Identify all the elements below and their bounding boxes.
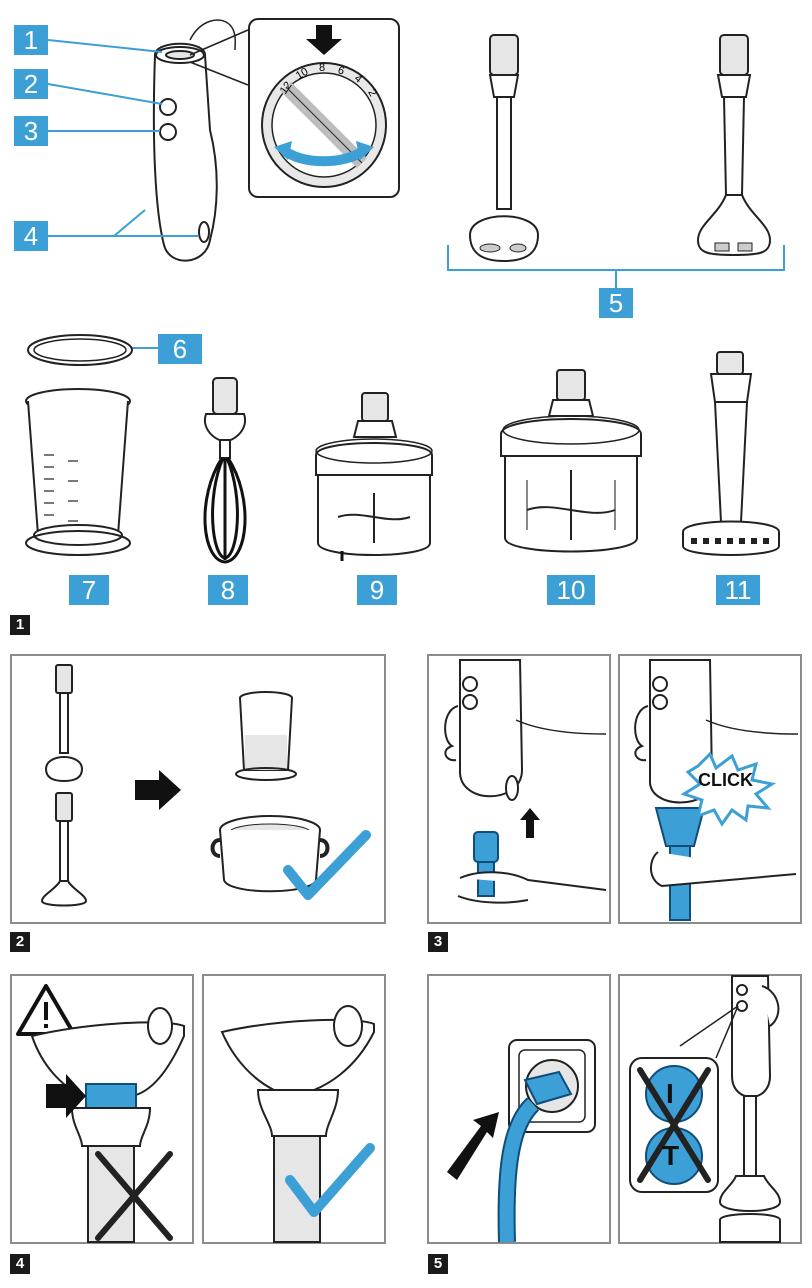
dial-label-6: 6 bbox=[336, 64, 346, 78]
chopper-small-illustration bbox=[315, 392, 433, 561]
shaft-attached-illustration bbox=[634, 659, 799, 921]
callout-2: 2 bbox=[14, 69, 48, 99]
dial-label-2: 2 bbox=[365, 87, 379, 99]
switch-i-label: I bbox=[666, 1078, 674, 1109]
figure-number-5: 5 bbox=[428, 1254, 448, 1274]
beaker-and-pot-illustration bbox=[210, 691, 371, 900]
callout-3: 3 bbox=[14, 116, 48, 146]
dial-label-10: 10 bbox=[293, 65, 311, 83]
attach-shaft-illustration bbox=[444, 659, 607, 904]
plug-in-illustration bbox=[447, 1039, 596, 1243]
dial-label-4: 4 bbox=[351, 72, 365, 86]
callout-11: 11 bbox=[716, 575, 760, 605]
callout-4: 4 bbox=[14, 221, 48, 251]
hand-blender-illustration bbox=[152, 19, 237, 262]
switch-t-label: T bbox=[662, 1140, 680, 1171]
callout-8: 8 bbox=[208, 575, 248, 605]
speed-dial-zoom-panel bbox=[248, 18, 400, 198]
blending-shaft-illustration bbox=[468, 34, 540, 263]
potato-masher-illustration bbox=[682, 351, 780, 556]
figure-number-2: 2 bbox=[10, 932, 30, 952]
rotate-arrows-icon bbox=[280, 145, 368, 167]
do-not-press-switch-illustration bbox=[629, 975, 782, 1243]
whisk-illustration bbox=[203, 377, 247, 564]
callout-7: 7 bbox=[69, 575, 109, 605]
blending-shaft-long-illustration bbox=[696, 34, 772, 257]
arrow-right-icon bbox=[135, 770, 181, 810]
measuring-beaker-illustration bbox=[25, 388, 131, 556]
dial-label-12: 12 bbox=[277, 79, 295, 97]
incorrect-assembly-illustration bbox=[16, 984, 185, 1243]
callout-1: 1 bbox=[14, 25, 48, 55]
callout-5: 5 bbox=[599, 288, 633, 318]
callout-9: 9 bbox=[357, 575, 397, 605]
arrow-down-icon bbox=[306, 25, 342, 55]
chopper-large-illustration bbox=[500, 369, 642, 553]
click-label: CLICK bbox=[698, 770, 753, 790]
lid-illustration bbox=[27, 334, 133, 366]
callout-6: 6 bbox=[158, 334, 202, 364]
figure-number-3: 3 bbox=[428, 932, 448, 952]
speed-dial bbox=[261, 25, 387, 188]
dial-label-8: 8 bbox=[319, 62, 326, 74]
callout-10: 10 bbox=[547, 575, 595, 605]
shafts-small-illustration bbox=[40, 664, 88, 907]
correct-assembly-illustration bbox=[220, 1005, 375, 1243]
click-burst-icon bbox=[680, 751, 776, 827]
figure-number-1: 1 bbox=[10, 615, 30, 635]
figure-number-4: 4 bbox=[10, 1254, 30, 1274]
dial-scale: 12 10 8 6 4 2 bbox=[276, 60, 386, 100]
